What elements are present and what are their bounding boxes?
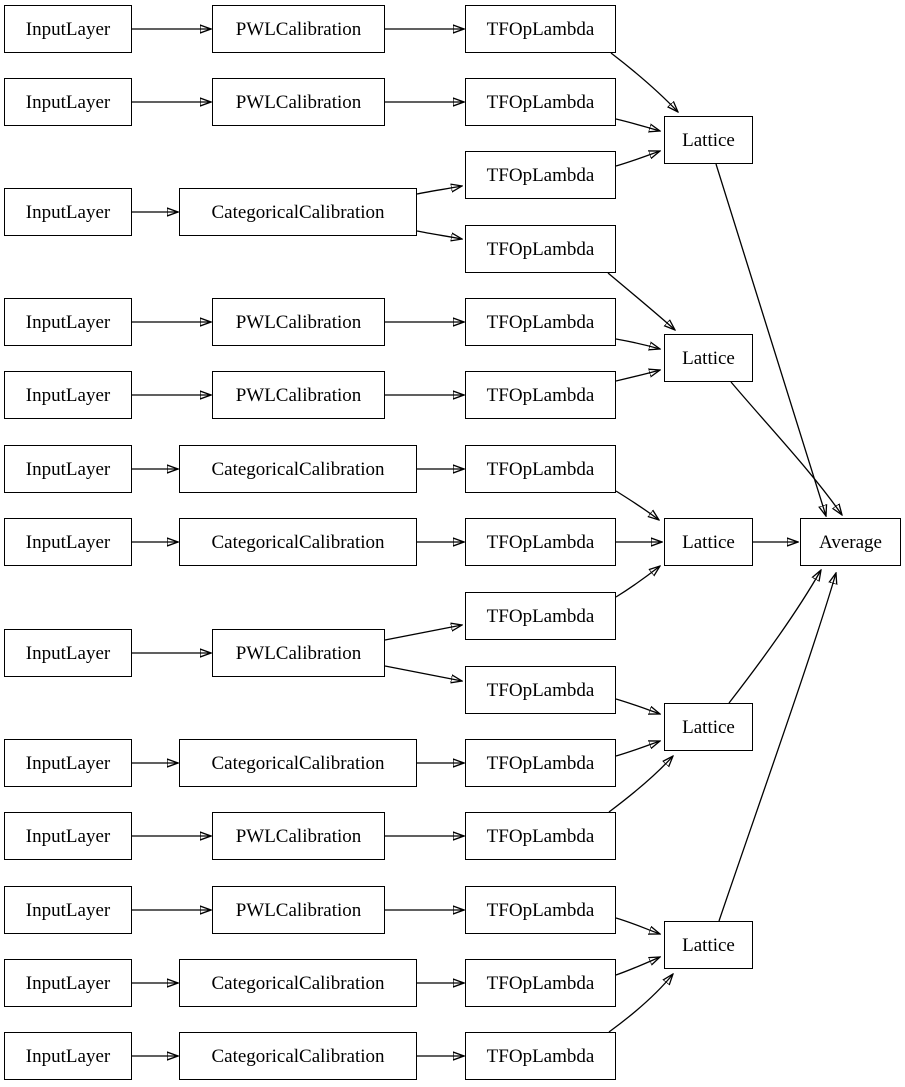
node-tfoplambda-7: TFOpLambda — [465, 445, 616, 493]
node-pwlcalibration-2: PWLCalibration — [212, 78, 385, 126]
node-tfoplambda-8: TFOpLambda — [465, 518, 616, 566]
node-inputlayer-2: InputLayer — [4, 78, 132, 126]
node-tfoplambda-4: TFOpLambda — [465, 225, 616, 273]
node-tfoplambda-15: TFOpLambda — [465, 1032, 616, 1080]
node-inputlayer-3: InputLayer — [4, 188, 132, 236]
edge-tfop_2-lattice_1 — [615, 118, 660, 131]
node-inputlayer-5: InputLayer — [4, 371, 132, 419]
node-lattice-1: Lattice — [664, 116, 753, 164]
node-categoricalcalibration-12: CategoricalCalibration — [179, 959, 417, 1007]
node-lattice-4: Lattice — [664, 703, 753, 751]
node-tfoplambda-5: TFOpLambda — [465, 298, 616, 346]
node-inputlayer-1: InputLayer — [4, 5, 132, 53]
node-pwlcalibration-11: PWLCalibration — [212, 886, 385, 934]
node-pwlcalibration-10: PWLCalibration — [212, 812, 385, 860]
node-inputlayer-8: InputLayer — [4, 629, 132, 677]
edge-lattice_4-average — [728, 570, 821, 704]
node-inputlayer-9: InputLayer — [4, 739, 132, 787]
edge-pwl_calib_8-tfop_9 — [384, 625, 462, 641]
node-tfoplambda-13: TFOpLambda — [465, 886, 616, 934]
node-tfoplambda-3: TFOpLambda — [465, 151, 616, 199]
node-inputlayer-13: InputLayer — [4, 1032, 132, 1080]
edge-tfop_1-lattice_1 — [610, 52, 678, 112]
edge-lattice_2-average — [730, 381, 842, 515]
node-inputlayer-4: InputLayer — [4, 298, 132, 346]
node-pwlcalibration-5: PWLCalibration — [212, 371, 385, 419]
edge-lattice_1-average — [715, 163, 826, 516]
node-categoricalcalibration-9: CategoricalCalibration — [179, 739, 417, 787]
node-average: Average — [800, 518, 901, 566]
edge-pwl_calib_8-tfop_10 — [384, 665, 462, 681]
node-tfoplambda-10: TFOpLambda — [465, 666, 616, 714]
node-inputlayer-10: InputLayer — [4, 812, 132, 860]
edge-cat_calib_3-tfop_4 — [416, 230, 462, 239]
node-tfoplambda-2: TFOpLambda — [465, 78, 616, 126]
edge-tfop_6-lattice_2 — [615, 370, 660, 382]
edge-tfop_13-lattice_5 — [615, 917, 660, 934]
edge-tfop_3-lattice_1 — [615, 151, 660, 167]
edge-tfop_9-lattice_3 — [615, 566, 660, 598]
node-categoricalcalibration-7: CategoricalCalibration — [179, 518, 417, 566]
edge-tfop_5-lattice_2 — [615, 338, 660, 349]
node-inputlayer-7: InputLayer — [4, 518, 132, 566]
edge-lattice_5-average — [718, 573, 836, 922]
node-inputlayer-6: InputLayer — [4, 445, 132, 493]
edge-tfop_15-lattice_5 — [608, 974, 673, 1033]
node-categoricalcalibration-3: CategoricalCalibration — [179, 188, 417, 236]
node-pwlcalibration-1: PWLCalibration — [212, 5, 385, 53]
node-tfoplambda-11: TFOpLambda — [465, 739, 616, 787]
node-tfoplambda-14: TFOpLambda — [465, 959, 616, 1007]
edge-tfop_11-lattice_4 — [615, 741, 660, 757]
node-pwlcalibration-4: PWLCalibration — [212, 298, 385, 346]
node-inputlayer-11: InputLayer — [4, 886, 132, 934]
edge-tfop_4-lattice_2 — [607, 272, 675, 330]
node-inputlayer-12: InputLayer — [4, 959, 132, 1007]
node-categoricalcalibration-6: CategoricalCalibration — [179, 445, 417, 493]
node-categoricalcalibration-13: CategoricalCalibration — [179, 1032, 417, 1080]
node-tfoplambda-6: TFOpLambda — [465, 371, 616, 419]
node-pwlcalibration-8: PWLCalibration — [212, 629, 385, 677]
edge-tfop_12-lattice_4 — [608, 756, 673, 813]
node-tfoplambda-12: TFOpLambda — [465, 812, 616, 860]
edge-cat_calib_3-tfop_3 — [416, 186, 462, 195]
node-tfoplambda-1: TFOpLambda — [465, 5, 616, 53]
node-lattice-2: Lattice — [664, 334, 753, 382]
edge-tfop_7-lattice_3 — [615, 490, 659, 520]
edge-tfop_10-lattice_4 — [615, 698, 660, 714]
node-tfoplambda-9: TFOpLambda — [465, 592, 616, 640]
node-lattice-5: Lattice — [664, 921, 753, 969]
node-lattice-3: Lattice — [664, 518, 753, 566]
edge-tfop_14-lattice_5 — [615, 957, 660, 976]
